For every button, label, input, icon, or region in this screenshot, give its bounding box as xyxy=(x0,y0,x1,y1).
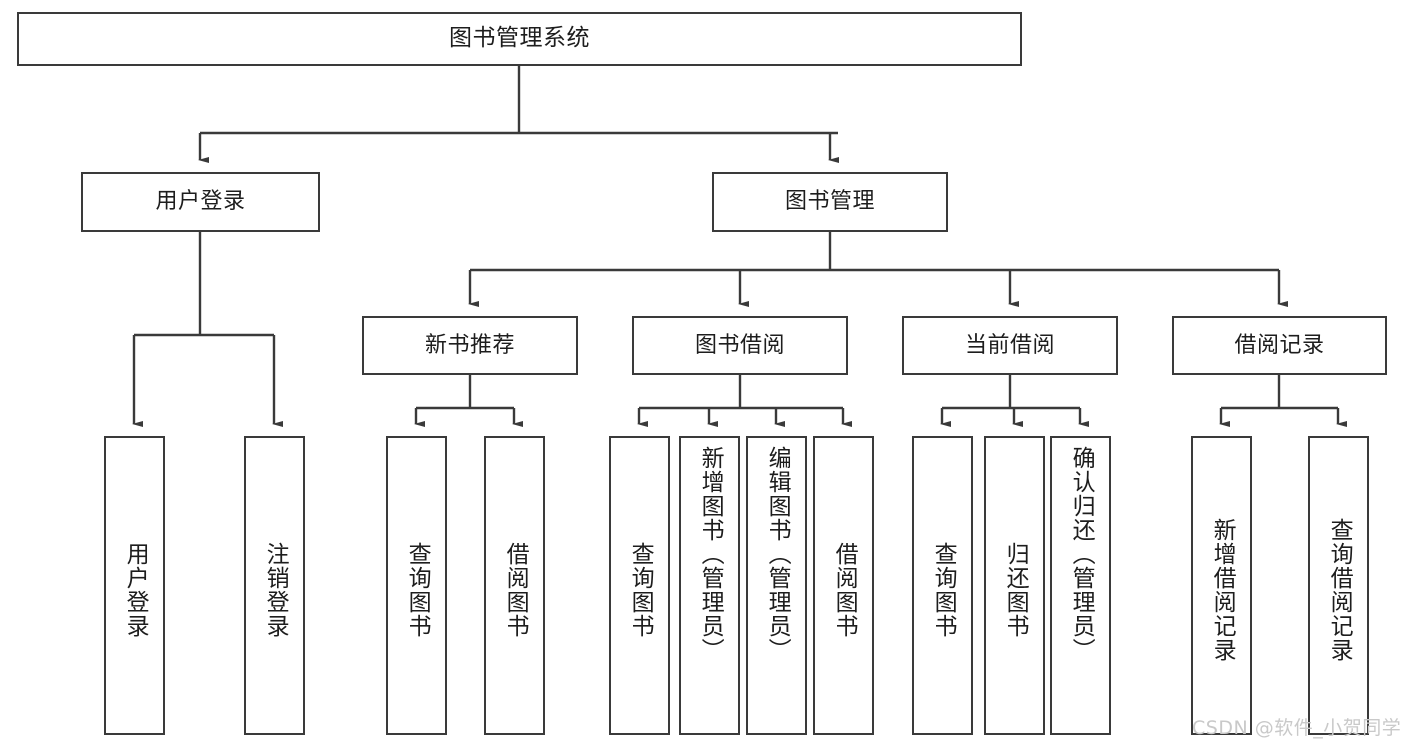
leaf-confirm-return-admin[interactable]: 确认归还（管理员） xyxy=(1050,436,1111,735)
leaf-borrow-query-book-label: 查询图书 xyxy=(627,541,654,638)
leaf-add-borrow-record[interactable]: 新增借阅记录 xyxy=(1191,436,1252,735)
leaf-borrow-book-label: 借阅图书 xyxy=(831,541,858,638)
leaf-return-book-label: 归还图书 xyxy=(1002,541,1029,638)
node-borrow-records-label: 借阅记录 xyxy=(1234,332,1325,358)
leaf-add-borrow-record-label: 新增借阅记录 xyxy=(1209,517,1236,662)
leaf-user-login-label: 用户登录 xyxy=(122,541,149,638)
leaf-new-borrow-book-label: 借阅图书 xyxy=(502,541,529,638)
leaf-edit-book-admin[interactable]: 编辑图书（管理员） xyxy=(746,436,807,735)
leaf-borrow-query-book[interactable]: 查询图书 xyxy=(609,436,670,735)
node-book-borrow[interactable]: 图书借阅 xyxy=(632,316,848,375)
leaf-new-borrow-book[interactable]: 借阅图书 xyxy=(484,436,545,735)
leaf-add-book-admin-label: 新增图书（管理员） xyxy=(697,446,724,662)
leaf-borrow-book[interactable]: 借阅图书 xyxy=(813,436,874,735)
leaf-edit-book-admin-label: 编辑图书（管理员） xyxy=(764,446,791,662)
node-root-label: 图书管理系统 xyxy=(449,25,590,52)
node-book-management[interactable]: 图书管理 xyxy=(712,172,948,232)
node-new-book-recommend-label: 新书推荐 xyxy=(424,332,515,358)
node-borrow-records[interactable]: 借阅记录 xyxy=(1172,316,1387,375)
leaf-return-book[interactable]: 归还图书 xyxy=(984,436,1045,735)
leaf-current-query-book[interactable]: 查询图书 xyxy=(912,436,973,735)
node-user-login-label: 用户登录 xyxy=(155,189,246,215)
node-new-book-recommend[interactable]: 新书推荐 xyxy=(362,316,578,375)
leaf-logout-login-label: 注销登录 xyxy=(262,541,289,638)
leaf-new-query-book[interactable]: 查询图书 xyxy=(386,436,447,735)
leaf-logout-login[interactable]: 注销登录 xyxy=(244,436,305,735)
node-current-borrow[interactable]: 当前借阅 xyxy=(902,316,1118,375)
leaf-user-login[interactable]: 用户登录 xyxy=(104,436,165,735)
watermark: CSDN @软件_小贺同学 xyxy=(1192,717,1402,739)
leaf-current-query-book-label: 查询图书 xyxy=(930,541,957,638)
node-current-borrow-label: 当前借阅 xyxy=(964,332,1055,358)
node-book-borrow-label: 图书借阅 xyxy=(694,332,785,358)
leaf-query-borrow-record-label: 查询借阅记录 xyxy=(1326,517,1353,662)
leaf-confirm-return-admin-label: 确认归还（管理员） xyxy=(1068,446,1095,662)
leaf-add-book-admin[interactable]: 新增图书（管理员） xyxy=(679,436,740,735)
node-book-management-label: 图书管理 xyxy=(784,189,875,215)
leaf-query-borrow-record[interactable]: 查询借阅记录 xyxy=(1308,436,1369,735)
node-root[interactable]: 图书管理系统 xyxy=(17,12,1022,66)
leaf-new-query-book-label: 查询图书 xyxy=(404,541,431,638)
node-user-login[interactable]: 用户登录 xyxy=(81,172,320,232)
